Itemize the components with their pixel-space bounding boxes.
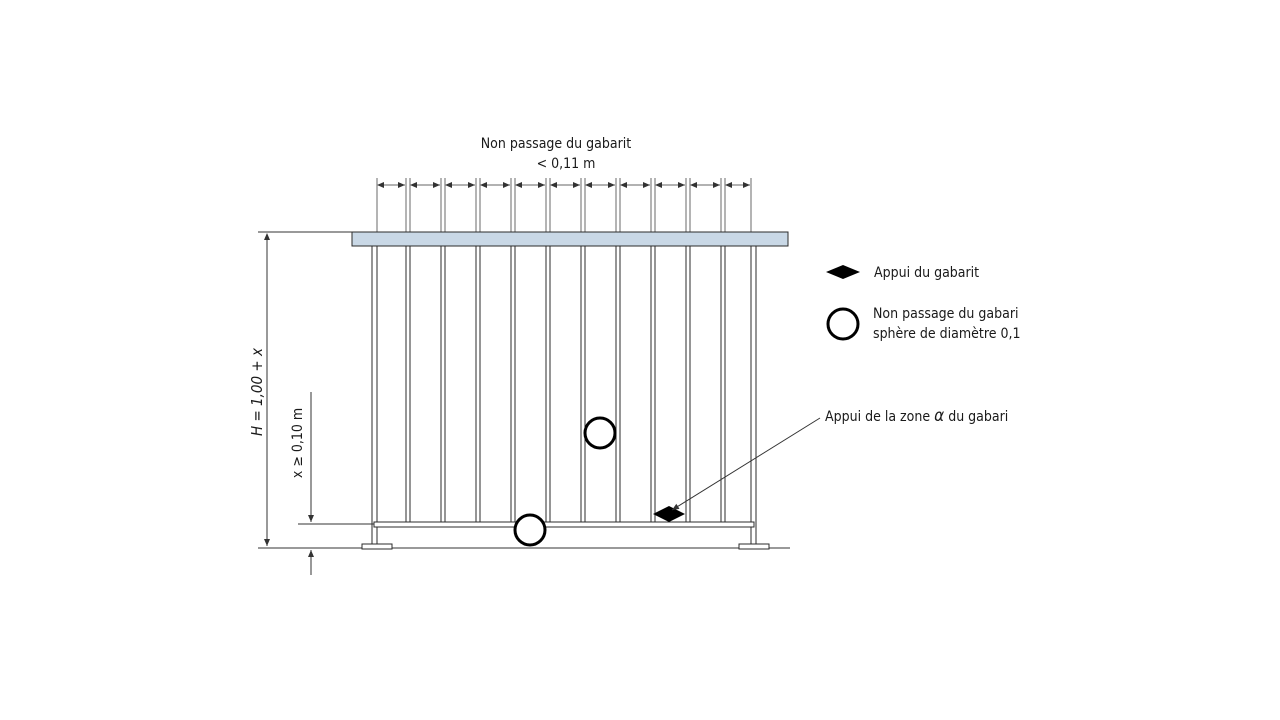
left-foot — [361, 543, 393, 550]
spacing-dimensions — [376, 178, 752, 232]
callout-suffix: du gabari — [944, 409, 1008, 425]
baluster-bar — [580, 245, 586, 523]
gauge-title: Non passage du gabarit — [481, 136, 632, 152]
baluster-bar — [475, 245, 481, 523]
callout-label: Appui de la zone α du gabari — [825, 406, 1008, 426]
baluster-bar — [545, 245, 551, 523]
gauge-bearing-marker — [653, 506, 685, 522]
callout-leader — [671, 417, 821, 511]
legend-bearing-label: Appui du gabarit — [874, 265, 979, 281]
bottom-rail — [373, 521, 755, 528]
handrail — [351, 231, 789, 247]
height-label: H = 1,00 + x — [248, 347, 266, 436]
baluster-bar — [510, 245, 516, 523]
baluster-bar — [440, 245, 446, 523]
legend-sphere-line1: Non passage du gabari — [873, 306, 1019, 322]
baluster-bar — [720, 245, 726, 523]
sphere-gauge-bottom — [513, 513, 547, 547]
x-label: x ≥ 0,10 m — [290, 408, 306, 478]
left-post — [371, 245, 378, 547]
legend-sphere-line2: sphère de diamètre 0,1 — [873, 326, 1020, 342]
baluster-bar — [615, 245, 621, 523]
callout-alpha: α — [934, 406, 944, 426]
right-post — [750, 245, 757, 547]
legend-diamond-icon — [826, 265, 860, 279]
baluster-bar — [650, 245, 656, 523]
sphere-gauge-mid — [583, 416, 617, 450]
callout-prefix: Appui de la zone — [825, 409, 934, 425]
gauge-spacing: < 0,11 m — [537, 156, 596, 172]
baluster-bar — [685, 245, 691, 523]
baluster-bar — [405, 245, 411, 523]
legend-circle-icon — [826, 307, 860, 341]
baluster-bars — [405, 245, 726, 523]
right-foot — [738, 543, 770, 550]
